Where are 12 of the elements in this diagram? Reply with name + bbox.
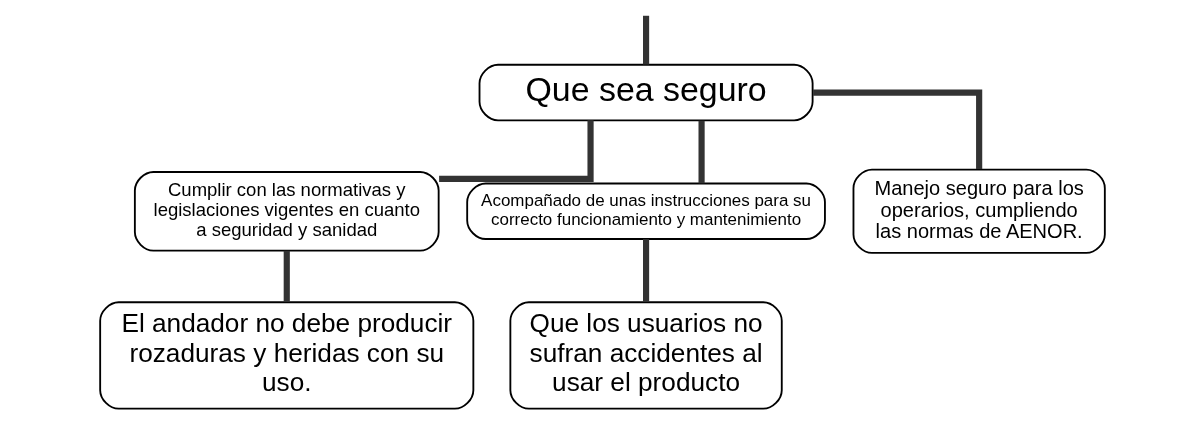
- connector: [812, 89, 982, 170]
- connector: [642, 15, 649, 65]
- node-box: Cumplir con las normativas y legislaciones vigentes en cuanto a seguridad y sanidad: [133, 171, 440, 252]
- node-box: El andador no debe producir rozaduras y heridas con su uso.: [98, 301, 474, 410]
- connector: [438, 120, 594, 182]
- connector: [642, 239, 649, 303]
- node-box: Acompañado de unas instrucciones para su correcto funcionamiento y mantenimiento: [465, 182, 826, 240]
- node-box: Que sea seguro: [478, 63, 814, 122]
- node-box: Que los usuarios no sufran accidentes al usar el producto: [508, 301, 783, 410]
- connector: [698, 120, 705, 184]
- node-box: Manejo seguro para los operarios, cumpliendo las normas de AENOR.: [852, 168, 1106, 254]
- connector: [283, 250, 290, 303]
